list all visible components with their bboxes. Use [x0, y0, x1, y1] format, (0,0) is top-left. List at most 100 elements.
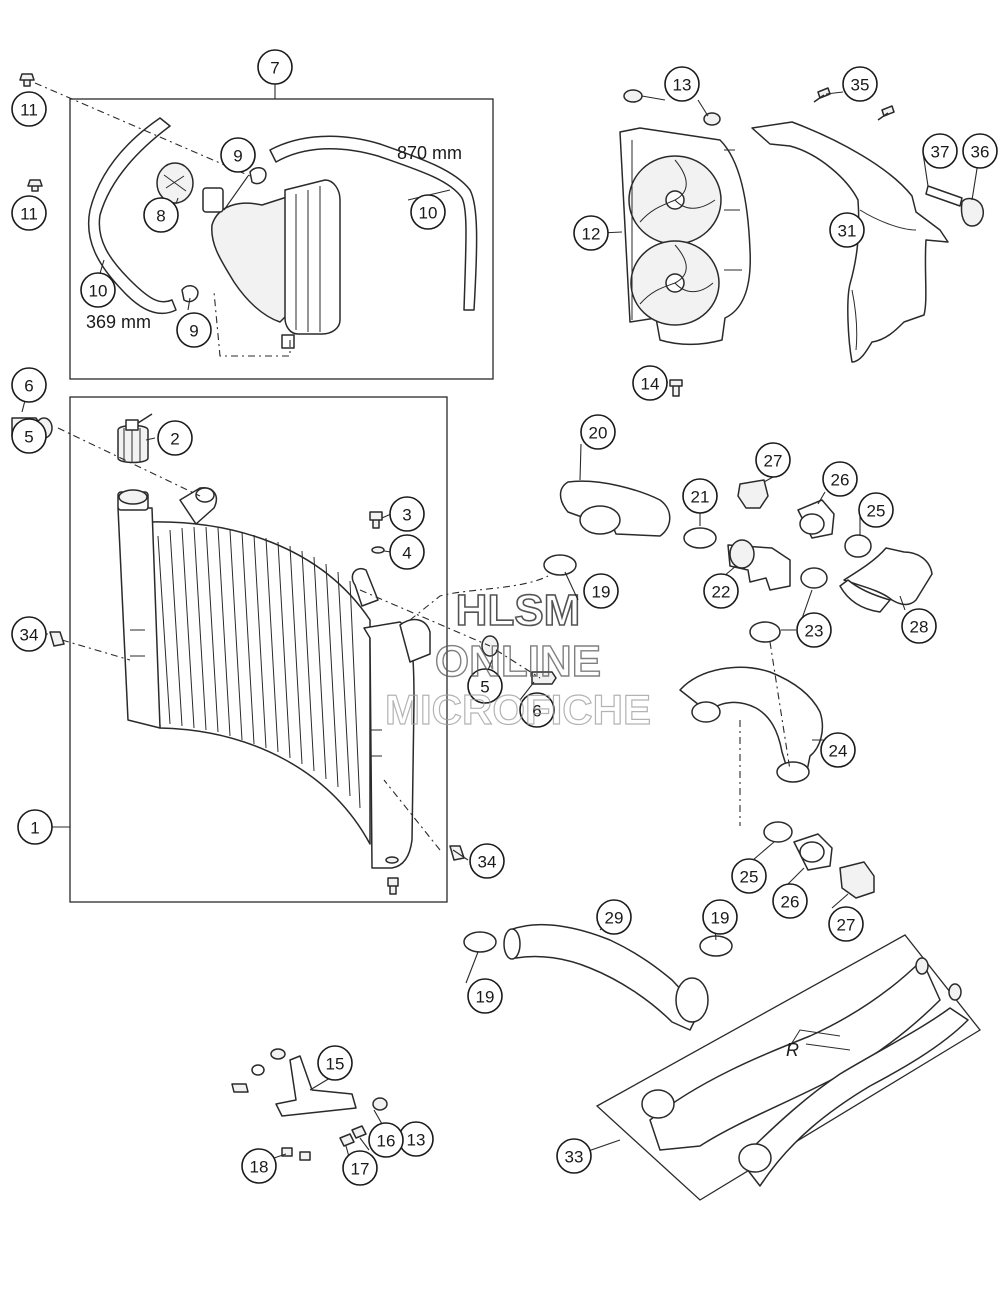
svg-text:4: 4	[402, 544, 411, 563]
callout-6-left[interactable]: 6	[11, 367, 47, 403]
svg-text:28: 28	[910, 618, 929, 637]
svg-text:27: 27	[764, 452, 783, 471]
rubber-bush-13b	[703, 112, 721, 126]
callout-13-bottom[interactable]: 13	[398, 1121, 434, 1157]
callout-4[interactable]: 4	[389, 534, 425, 570]
spoiler-33: R	[641, 957, 969, 1187]
callout-10-left[interactable]: 10	[80, 272, 116, 308]
callout-13-top[interactable]: 13	[664, 66, 700, 102]
watermark-line1: HLSM	[456, 586, 581, 635]
callout-15[interactable]: 15	[317, 1045, 353, 1081]
hose-28	[843, 547, 933, 606]
svg-text:19: 19	[476, 988, 495, 1007]
callout-17[interactable]: 17	[342, 1150, 378, 1186]
callout-24[interactable]: 24	[820, 732, 856, 768]
hose-clamp-lower	[181, 285, 199, 303]
callout-12[interactable]: 12	[573, 215, 609, 251]
callout-35[interactable]: 35	[842, 66, 878, 102]
svg-text:12: 12	[582, 225, 601, 244]
svg-text:14: 14	[641, 375, 660, 394]
callout-22[interactable]: 22	[703, 573, 739, 609]
callout-11-top[interactable]: 11	[11, 91, 47, 127]
callout-16[interactable]: 16	[368, 1122, 404, 1158]
screw-17	[339, 1133, 355, 1147]
callout-23[interactable]: 23	[796, 612, 832, 648]
fan-cover-31	[751, 121, 949, 363]
hose-28-end	[839, 579, 891, 613]
callout-5-left[interactable]: 5	[11, 418, 47, 454]
callout-36[interactable]: 36	[962, 133, 998, 169]
callout-6-right[interactable]: 6	[519, 692, 555, 728]
clamp-21	[683, 527, 717, 549]
svg-text:6: 6	[24, 377, 33, 396]
svg-text:16: 16	[377, 1132, 396, 1151]
overflow-hose-870	[269, 135, 478, 311]
radiator-group-box	[69, 396, 448, 903]
clamp-25-lower	[763, 821, 793, 843]
svg-text:10: 10	[419, 204, 438, 223]
callout-28[interactable]: 28	[901, 608, 937, 644]
callout-9-bottom[interactable]: 9	[176, 312, 212, 348]
callout-8[interactable]: 8	[143, 197, 179, 233]
svg-text:6: 6	[532, 702, 541, 721]
callout-37[interactable]: 37	[922, 133, 958, 169]
callout-19-left[interactable]: 19	[467, 978, 503, 1014]
callout-31[interactable]: 31	[829, 212, 865, 248]
callout-9-top[interactable]: 9	[220, 137, 256, 173]
insert-6-right	[531, 671, 557, 685]
svg-text:29: 29	[605, 909, 624, 928]
hose-24-lower-end	[776, 761, 810, 783]
screw-35a	[813, 87, 831, 103]
clamp-25-upper	[844, 534, 872, 558]
svg-text:25: 25	[867, 502, 886, 521]
svg-text:15: 15	[326, 1055, 345, 1074]
callout-25-upper[interactable]: 25	[858, 492, 894, 528]
callout-19-right[interactable]: 19	[702, 899, 738, 935]
washer-4	[371, 546, 385, 554]
callout-33[interactable]: 33	[556, 1138, 592, 1174]
svg-text:17: 17	[351, 1160, 370, 1179]
svg-text:22: 22	[712, 583, 731, 602]
svg-text:9: 9	[233, 147, 242, 166]
callout-27-upper[interactable]: 27	[755, 442, 791, 478]
callout-26-lower[interactable]: 26	[772, 883, 808, 919]
callout-34-left[interactable]: 34	[11, 616, 47, 652]
spoiler-group-box	[595, 934, 981, 1201]
callout-34-right[interactable]: 34	[469, 843, 505, 879]
callout-25-lower[interactable]: 25	[731, 858, 767, 894]
callout-27-lower[interactable]: 27	[828, 906, 864, 942]
callout-20[interactable]: 20	[580, 414, 616, 450]
callout-21[interactable]: 21	[682, 478, 718, 514]
spring-nut-34-left	[49, 631, 65, 647]
callout-19-upper[interactable]: 19	[583, 573, 619, 609]
svg-text:26: 26	[781, 893, 800, 912]
t-piece-22-port	[729, 539, 755, 569]
watermark-line2: ONLINE	[435, 637, 601, 686]
thermostat-cover-26-upper-ring	[799, 513, 825, 535]
dimension-369mm: 369 mm	[86, 312, 151, 332]
callout-29[interactable]: 29	[596, 899, 632, 935]
svg-text:23: 23	[805, 622, 824, 641]
callout-26-upper[interactable]: 26	[822, 461, 858, 497]
callout-7[interactable]: 7	[257, 49, 293, 85]
callout-1[interactable]: 1	[17, 809, 53, 845]
svg-text:19: 19	[711, 909, 730, 928]
callout-2[interactable]: 2	[157, 420, 193, 456]
callout-18[interactable]: 18	[241, 1148, 277, 1184]
screw-bottom	[387, 877, 399, 895]
callout-5-right[interactable]: 5	[467, 668, 503, 704]
callout-14[interactable]: 14	[632, 365, 668, 401]
dimension-870mm: 870 mm	[397, 143, 462, 163]
tank-cap	[156, 162, 194, 204]
hose-clamp-upper	[249, 167, 267, 185]
callout-3[interactable]: 3	[389, 496, 425, 532]
svg-text:24: 24	[829, 742, 848, 761]
callout-10-right[interactable]: 10	[410, 194, 446, 230]
svg-text:21: 21	[691, 488, 710, 507]
svg-text:11: 11	[20, 101, 38, 120]
callout-11-bottom[interactable]: 11	[11, 195, 47, 231]
thermostat-27-lower	[839, 861, 875, 899]
svg-text:5: 5	[24, 428, 33, 447]
svg-text:8: 8	[156, 207, 165, 226]
